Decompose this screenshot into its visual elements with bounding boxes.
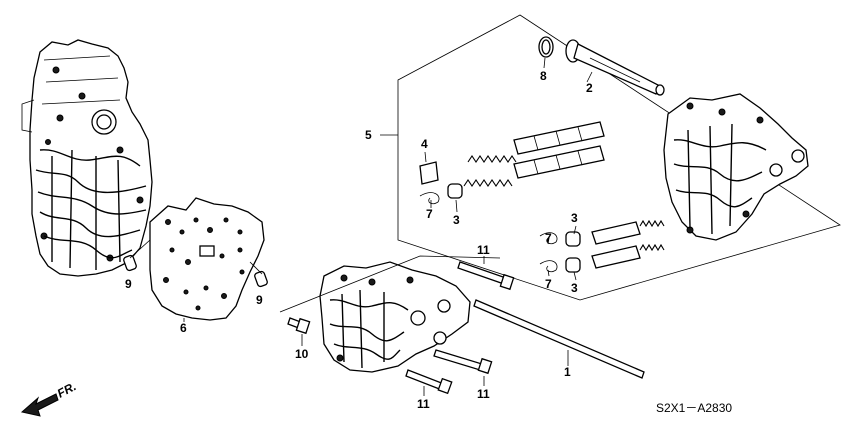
callout-7-upper: 7 xyxy=(426,207,433,221)
long-rod xyxy=(473,299,645,379)
callout-3-lower: 3 xyxy=(571,281,578,295)
regulator-valve-body xyxy=(319,261,471,373)
bolt-11-top xyxy=(457,261,515,291)
shift-valves-lower xyxy=(539,219,665,273)
dowel-pin-left xyxy=(123,254,137,272)
bolt-11-lower-right xyxy=(433,349,493,375)
callout-3-upper: 3 xyxy=(453,213,460,227)
callout-3-mid: 3 xyxy=(571,211,578,225)
callout-1: 1 xyxy=(564,365,571,379)
separator-plate xyxy=(149,197,265,321)
leader-lines xyxy=(183,57,593,396)
bolt-11-lower-left xyxy=(405,369,453,395)
front-direction-indicator: FR. xyxy=(20,379,79,417)
callout-11-lower-right: 11 xyxy=(477,387,490,401)
shift-valves-upper xyxy=(463,121,605,187)
callout-9-left: 9 xyxy=(125,277,132,291)
callout-10: 10 xyxy=(295,347,309,361)
dowel-pin-right xyxy=(254,270,268,288)
callout-9-right: 9 xyxy=(256,293,263,307)
callout-5: 5 xyxy=(365,128,372,142)
callout-6: 6 xyxy=(180,321,187,335)
main-valve-body xyxy=(21,39,153,277)
callout-8: 8 xyxy=(540,69,547,83)
secondary-valve-body xyxy=(663,93,809,241)
front-label: FR. xyxy=(55,379,79,400)
callout-11-top: 11 xyxy=(477,243,490,257)
callout-7-lower: 7 xyxy=(545,277,552,291)
valve-retainer-upper xyxy=(419,161,463,205)
shaft-assembly xyxy=(538,36,665,96)
assembly-frame xyxy=(397,14,841,301)
bolt-10 xyxy=(287,317,311,335)
callout-2: 2 xyxy=(586,81,593,95)
callout-11-lower-left: 11 xyxy=(417,397,430,411)
callout-4: 4 xyxy=(421,137,428,151)
callout-7-mid: 7 xyxy=(545,231,552,245)
plate-holes xyxy=(163,217,245,311)
front-arrow-icon xyxy=(20,393,59,417)
diagram-code: S2X1－A2830 xyxy=(656,401,732,415)
